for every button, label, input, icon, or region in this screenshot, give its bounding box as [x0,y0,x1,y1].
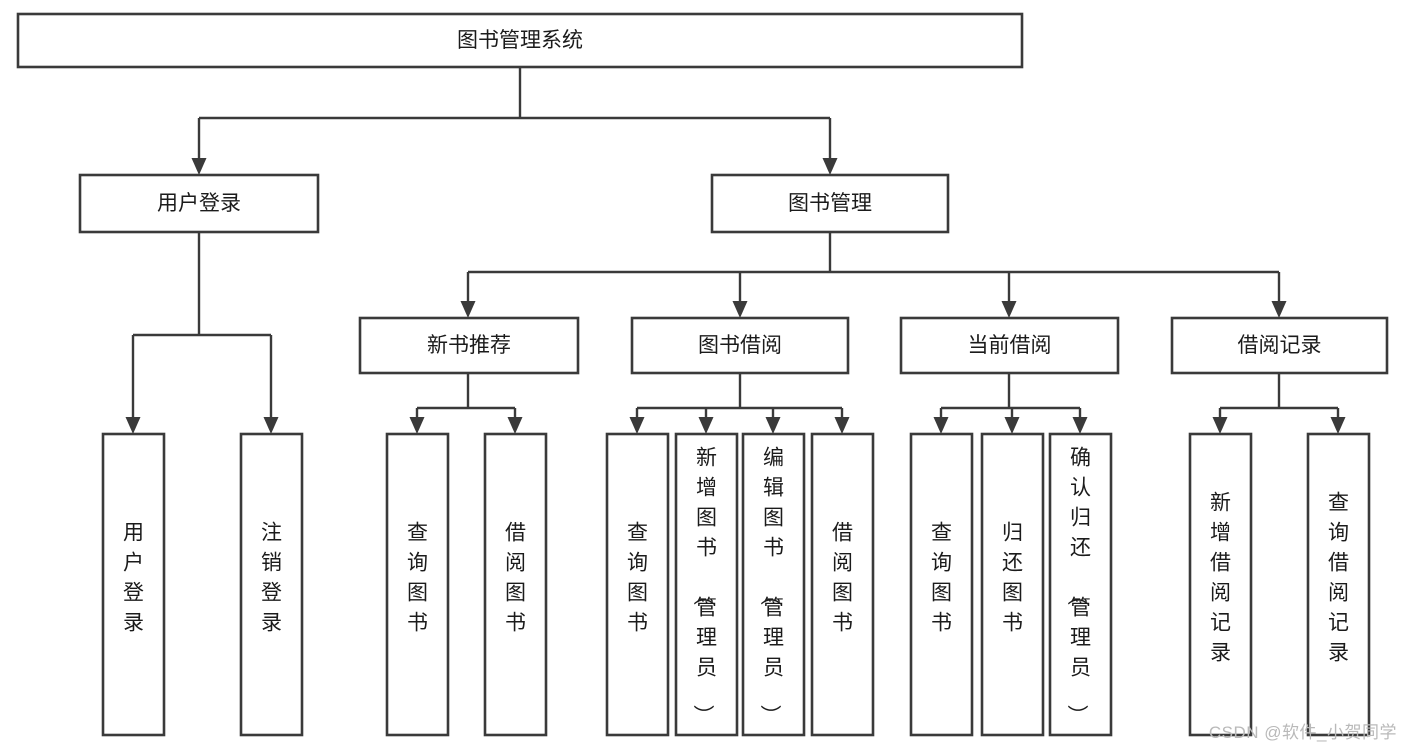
node-new-book-recommend-label: 新书推荐 [427,334,511,357]
node-leaf-borrow-book-recommend-label: 借阅图书 [505,522,526,635]
node-book-manage-label: 图书管理 [788,192,872,215]
node-leaf-borrow-book-recommend-box[interactable] [483,432,548,737]
node-leaf-edit-book[interactable]: 编辑图书（管理员） [741,432,806,737]
node-layer: 图书管理系统用户登录图书管理新书推荐图书借阅当前借阅借阅记录用户登录注销登录查询… [16,12,1389,737]
node-leaf-query-book-borrow[interactable]: 查询图书 [605,432,670,737]
node-leaf-query-book-recommend-box[interactable] [385,432,450,737]
node-leaf-confirm-return[interactable]: 确认归还（管理员） [1048,432,1113,737]
node-root-box[interactable] [16,12,1024,69]
node-leaf-edit-book-box[interactable] [741,432,806,737]
node-leaf-confirm-return-label: 确认归还（管理员） [1065,447,1091,726]
node-current-borrow-box[interactable] [899,316,1120,375]
node-borrow-record-box[interactable] [1170,316,1389,375]
node-user-login-box[interactable] [78,173,320,234]
node-leaf-user-logout-label: 注销登录 [261,522,282,635]
node-leaf-user-login-label: 用户登录 [123,522,144,635]
connector-book-manage-to-level3 [460,232,1287,318]
node-leaf-user-logout[interactable]: 注销登录 [239,432,304,737]
node-book-borrow-label: 图书借阅 [698,334,782,357]
node-leaf-confirm-return-box[interactable] [1048,432,1113,737]
node-leaf-user-login-box[interactable] [101,432,166,737]
node-leaf-user-login[interactable]: 用户登录 [101,432,166,737]
node-new-book-recommend[interactable]: 新书推荐 [358,316,580,375]
connector-root-to-level2 [191,67,838,175]
node-user-login[interactable]: 用户登录 [78,173,320,234]
node-leaf-query-borrow-record-box[interactable] [1306,432,1371,737]
node-leaf-query-borrow-record-label: 查询借阅记录 [1328,492,1349,665]
node-current-borrow-label: 当前借阅 [968,334,1052,357]
node-leaf-edit-book-label: 编辑图书（管理员） [758,447,784,726]
node-leaf-query-borrow-record[interactable]: 查询借阅记录 [1306,432,1371,737]
node-root-label: 图书管理系统 [457,29,583,52]
node-book-borrow-box[interactable] [630,316,850,375]
node-leaf-return-book-box[interactable] [980,432,1045,737]
connector-book-borrow-to-leaves [629,373,850,434]
node-leaf-add-borrow-record-box[interactable] [1188,432,1253,737]
node-leaf-add-book-label: 新增图书（管理员） [691,447,717,726]
node-leaf-borrow-book-box[interactable] [810,432,875,737]
node-borrow-record-label: 借阅记录 [1238,334,1322,357]
connector-borrow-record-to-leaves [1212,373,1346,434]
node-leaf-query-book-borrow-label: 查询图书 [627,522,648,635]
node-leaf-add-book-box[interactable] [674,432,739,737]
node-leaf-add-borrow-record[interactable]: 新增借阅记录 [1188,432,1253,737]
node-user-login-label: 用户登录 [157,192,241,215]
node-book-manage-box[interactable] [710,173,950,234]
watermark-text: CSDN @软件_小贺同学 [1208,723,1397,742]
node-current-borrow[interactable]: 当前借阅 [899,316,1120,375]
node-leaf-query-book-recommend[interactable]: 查询图书 [385,432,450,737]
node-leaf-query-book-borrow-box[interactable] [605,432,670,737]
node-leaf-borrow-book[interactable]: 借阅图书 [810,432,875,737]
node-leaf-query-book-recommend-label: 查询图书 [407,522,428,635]
connector-user-login-to-leaves [125,232,279,434]
node-leaf-return-book[interactable]: 归还图书 [980,432,1045,737]
node-borrow-record[interactable]: 借阅记录 [1170,316,1389,375]
node-leaf-borrow-book-recommend[interactable]: 借阅图书 [483,432,548,737]
node-new-book-recommend-box[interactable] [358,316,580,375]
node-leaf-query-book-current-box[interactable] [909,432,974,737]
connector-layer [125,67,1346,434]
node-leaf-query-book-current-label: 查询图书 [931,522,952,635]
node-leaf-add-book[interactable]: 新增图书（管理员） [674,432,739,737]
node-leaf-user-logout-box[interactable] [239,432,304,737]
node-book-manage[interactable]: 图书管理 [710,173,950,234]
node-book-borrow[interactable]: 图书借阅 [630,316,850,375]
node-leaf-return-book-label: 归还图书 [1002,522,1023,635]
connector-new-book-recommend-to-leaves [409,373,523,434]
node-leaf-query-book-current[interactable]: 查询图书 [909,432,974,737]
node-root[interactable]: 图书管理系统 [16,12,1024,69]
node-leaf-add-borrow-record-label: 新增借阅记录 [1210,492,1231,665]
node-leaf-borrow-book-label: 借阅图书 [832,522,853,635]
connector-current-borrow-to-leaves [933,373,1088,434]
